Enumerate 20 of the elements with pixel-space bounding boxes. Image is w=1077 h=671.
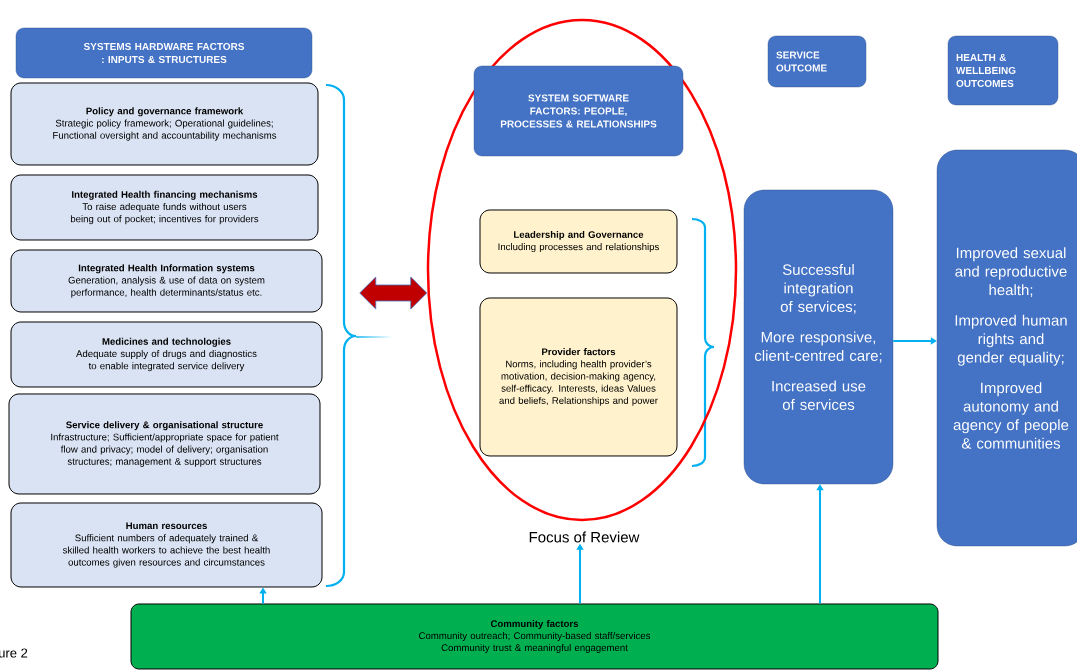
node-label: Focus of Review [529, 531, 640, 543]
header-box: SERVICE OUTCOME [767, 35, 867, 88]
arrow [892, 337, 937, 345]
factor-box: Integrated Health financing mechanisms To raise adequate funds without users being out of pocket; incentives for providers [10, 174, 319, 241]
figure-label: ure 2 [0, 648, 28, 658]
factor-box: Service delivery & organisational structure Infrastructure; Sufficient/appropriate space for patient flow and privacy; model of delivery; organisation structures; management & support structures [8, 393, 321, 495]
double-arrow [359, 276, 428, 310]
factor-box: Provider factors Norms, including health provider’s motivation, decision-making agency, self-efficacy. Interests, ideas Values and beliefs, Relationships and power [479, 297, 678, 457]
outcome-box: Improved sexual and reproductive health; Improved human rights and gender equality; Improved autonomy and agency of people & communities [936, 149, 1077, 547]
community-box: Community factors Community outreach; Community-based staff/services Community trust & meaningful engagement [130, 603, 939, 670]
factor-box: Integrated Health Information systems Generation, analysis & use of data on system performance, health determinants/status etc. [10, 249, 323, 313]
factor-box: Policy and governance framework Strategic policy framework; Operational guidelines; Functional oversight and accountability mechanisms [10, 82, 319, 166]
factor-box: Medicines and technologies Adequate supply of drugs and diagnostics to enable integrated service delivery [10, 321, 323, 388]
arrow [816, 484, 824, 605]
header-box: SYSTEM SOFTWARE FACTORS: PEOPLE, PROCESSES & RELATIONSHIPS [473, 65, 684, 157]
factor-box: Leadership and Governance Including processes and relationships [479, 209, 678, 274]
header-box: HEALTH & WELLBEING OUTCOMES [947, 35, 1059, 106]
header-box: SYSTEMS HARDWARE FACTORS : INPUTS & STRUCTURES [15, 27, 313, 79]
outcome-box: Successful integration of services; More responsive, client-centred care; Increased use of services [743, 189, 894, 485]
factor-box: Human resources Sufficient numbers of adequately trained & skilled health workers to achieve the best health outcomes given resources and circumstances [10, 502, 323, 588]
